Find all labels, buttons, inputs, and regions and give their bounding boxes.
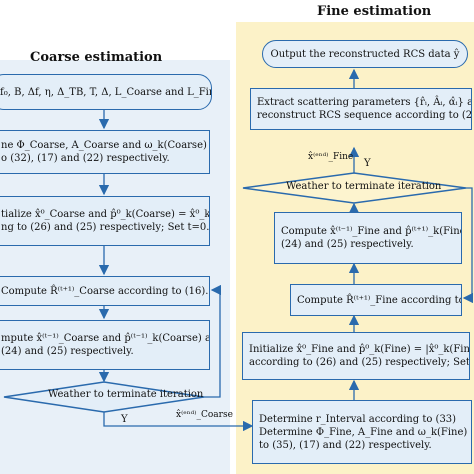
fine-init-box: Initialize x̂⁰_Fine and p̂⁰_k(Fine) = |x…: [242, 332, 470, 380]
fine-compute-x-box: Compute x̂⁽ᵗ⁻¹⁾_Fine and p̂⁽ᵗ⁺¹⁾_k(Fine)…: [274, 212, 462, 264]
coarse-yes-label: Y: [121, 414, 128, 425]
output-rcs-text: Output the reconstructed RCS data ŷ: [270, 48, 460, 60]
input-parameters-box: , S, f₀, B, Δf, η, Δ_TB, T, Δ, L_Coarse …: [0, 74, 212, 110]
coarse-compute-r-text: Compute R̂⁽ᵗ⁺¹⁾_Coarse according to (16)…: [1, 285, 209, 297]
coarse-init-text-2: ng to (26) and (25) respectively; Set t=…: [1, 222, 210, 233]
output-rcs-box: Output the reconstructed RCS data ŷ: [262, 40, 468, 68]
fine-compute-x-text-2: (24) and (25) respectively.: [281, 239, 414, 250]
fine-determine-text-2: Determine Φ_Fine, A_Fine and ω_k(Fine) a…: [259, 426, 471, 438]
coarse-end-output-label: x̂⁽ᵉⁿᵈ⁾_Coarse: [176, 410, 233, 420]
fine-determine-text-1: Determine r_Interval according to (33): [259, 413, 457, 425]
input-parameters-text: , S, f₀, B, Δf, η, Δ_TB, T, Δ, L_Coarse …: [0, 86, 211, 98]
extract-parameters-text-2: reconstruct RCS sequence according to (2…: [257, 110, 472, 121]
fine-compute-r-box: Compute R̂⁽ᵗ⁺¹⁾_Fine according to (16).: [290, 284, 462, 316]
extract-parameters-box: Extract scattering parameters {r̂ᵢ, Âᵢ, …: [250, 88, 472, 130]
coarse-matrix-text-2: o (32), (17) and (22) respectively.: [1, 153, 170, 164]
coarse-matrix-text-1: ne Φ_Coarse, A_Coarse and ω_k(Coarse) ac…: [1, 140, 209, 151]
coarse-matrix-box: ne Φ_Coarse, A_Coarse and ω_k(Coarse) ac…: [0, 130, 210, 174]
coarse-compute-x-box: mpute x̂⁽ᵗ⁻¹⁾_Coarse and p̂⁽ᵗ⁻¹⁾_k(Coars…: [0, 320, 210, 370]
fine-estimation-title: Fine estimation: [317, 4, 432, 19]
coarse-init-box: tialize x̂⁰_Coarse and p̂⁰_k(Coarse) = x…: [0, 196, 210, 246]
coarse-init-text-1: tialize x̂⁰_Coarse and p̂⁰_k(Coarse) = x…: [1, 209, 210, 220]
coarse-compute-x-text-1: mpute x̂⁽ᵗ⁻¹⁾_Coarse and p̂⁽ᵗ⁻¹⁾_k(Coars…: [1, 333, 209, 344]
fine-init-text-2: according to (26) and (25) respectively;…: [249, 357, 470, 368]
coarse-compute-x-text-2: (24) and (25) respectively.: [1, 346, 134, 357]
fine-determine-text-3: to (35), (17) and (22) respectively.: [259, 439, 432, 451]
fine-yes-label: Y: [364, 158, 371, 169]
fine-end-label: x̂⁽ᵉⁿᵈ⁾_Fine: [308, 152, 354, 162]
coarse-decision-text: Weather to terminate iteration: [48, 389, 204, 400]
fine-compute-r-text: Compute R̂⁽ᵗ⁺¹⁾_Fine according to (16).: [297, 294, 461, 306]
fine-determine-box: Determine r_Interval according to (33) D…: [252, 400, 472, 464]
extract-parameters-text-1: Extract scattering parameters {r̂ᵢ, Âᵢ, …: [257, 97, 472, 108]
coarse-estimation-title: Coarse estimation: [30, 50, 163, 65]
fine-init-text-1: Initialize x̂⁰_Fine and p̂⁰_k(Fine) = |x…: [249, 344, 470, 355]
fine-decision-text: Weather to terminate iteration: [286, 181, 442, 192]
fine-compute-x-text-1: Compute x̂⁽ᵗ⁻¹⁾_Fine and p̂⁽ᵗ⁺¹⁾_k(Fine)…: [281, 226, 461, 237]
coarse-compute-r-box: Compute R̂⁽ᵗ⁺¹⁾_Coarse according to (16)…: [0, 276, 210, 306]
